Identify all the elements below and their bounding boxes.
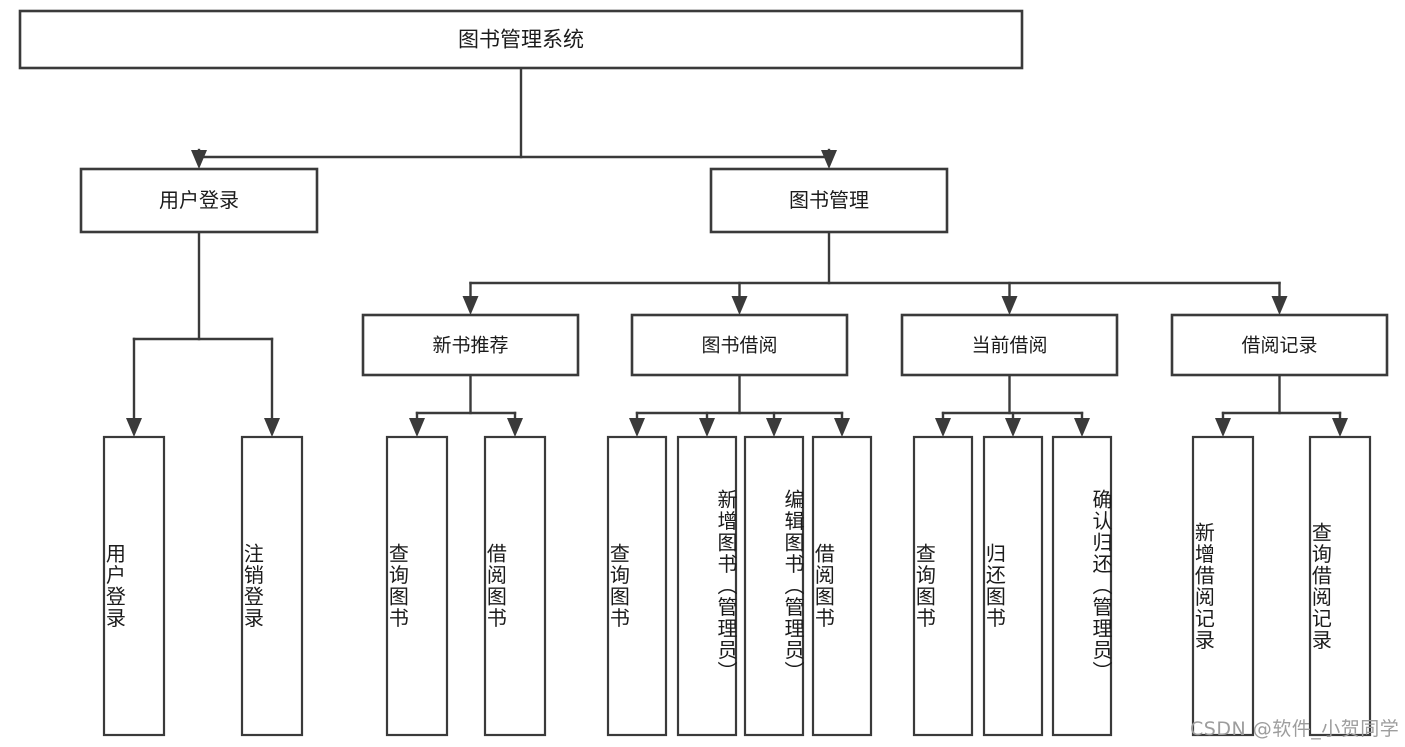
arrow-head-leaf-query-book-rec: [409, 418, 425, 437]
node-box-leaf-add-record[interactable]: [1191, 435, 1255, 737]
node-box-root[interactable]: [18, 9, 1024, 70]
node-box-user-login[interactable]: [79, 167, 319, 234]
arrow-head-leaf-add-record: [1215, 418, 1231, 437]
node-box-leaf-borrow-book-rec[interactable]: [483, 435, 547, 737]
node-box-leaf-edit-book[interactable]: [743, 435, 805, 737]
node-label-current-borrow: 当前借阅: [971, 335, 1047, 357]
arrow-head-leaf-return-book: [1005, 418, 1021, 437]
node-label-user-login: 用户登录: [159, 188, 239, 212]
arrow-head-leaf-query-record: [1332, 418, 1348, 437]
arrow-head-leaf-confirm-return: [1074, 418, 1090, 437]
node-box-leaf-user-login[interactable]: [102, 435, 166, 737]
connectors-layer: [126, 66, 1348, 437]
node-box-leaf-query-book-cur[interactable]: [912, 435, 974, 737]
node-label-root: 图书管理系统: [458, 28, 584, 52]
node-box-leaf-query-book-rec[interactable]: [385, 435, 449, 737]
arrow-head-leaf-logout: [264, 418, 280, 437]
node-label-book-manage: 图书管理: [789, 188, 869, 212]
arrow-head-user-login: [191, 150, 207, 169]
node-label-borrow-record: 借阅记录: [1241, 335, 1317, 357]
node-box-leaf-query-book[interactable]: [606, 435, 668, 737]
node-box-book-borrow[interactable]: [630, 313, 849, 377]
node-box-leaf-logout[interactable]: [240, 435, 304, 737]
node-box-leaf-borrow-book[interactable]: [811, 435, 873, 737]
arrow-head-book-manage: [821, 150, 837, 169]
arrow-head-leaf-query-book-cur: [935, 418, 951, 437]
node-label-new-book-rec: 新书推荐: [432, 335, 508, 357]
node-box-current-borrow[interactable]: [900, 313, 1119, 377]
node-box-new-book-rec[interactable]: [361, 313, 580, 377]
node-box-leaf-query-record[interactable]: [1308, 435, 1372, 737]
arrow-head-leaf-query-book: [629, 418, 645, 437]
arrow-head-leaf-user-login: [126, 418, 142, 437]
node-box-borrow-record[interactable]: [1170, 313, 1389, 377]
node-box-leaf-return-book[interactable]: [982, 435, 1044, 737]
arrow-head-borrow-record: [1271, 296, 1288, 315]
arrow-head-leaf-borrow-book: [834, 418, 850, 437]
node-box-leaf-add-book[interactable]: [676, 435, 738, 737]
arrow-head-leaf-edit-book: [766, 418, 782, 437]
node-label-book-borrow: 图书借阅: [701, 335, 777, 357]
arrow-head-leaf-add-book: [699, 418, 715, 437]
node-box-leaf-confirm-return[interactable]: [1051, 435, 1113, 737]
arrow-head-book-borrow: [731, 296, 748, 315]
node-box-book-manage[interactable]: [709, 167, 949, 234]
csdn-watermark: CSDN @软件_小贺同学: [1190, 718, 1400, 740]
arrow-head-new-book-rec: [462, 296, 479, 315]
arrow-head-leaf-borrow-book-rec: [507, 418, 523, 437]
arrow-head-current-borrow: [1001, 296, 1018, 315]
